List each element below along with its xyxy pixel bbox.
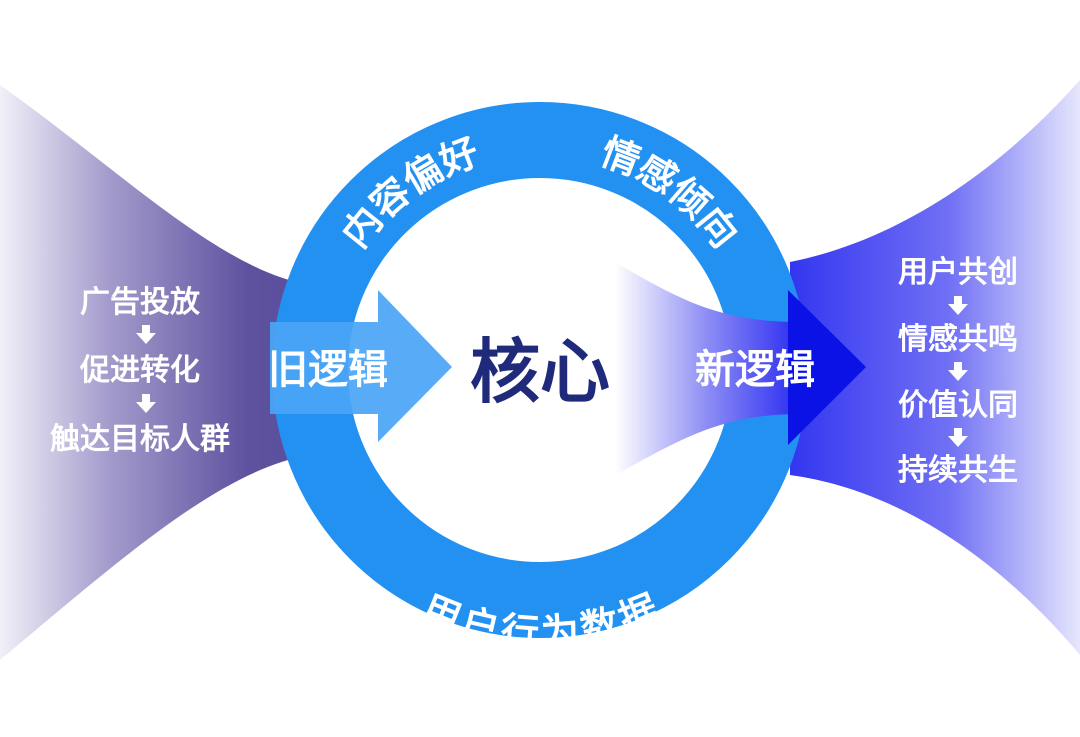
new-logic-steps: 用户共创 情感共鸣 价值认同 持续共生 — [898, 255, 1018, 488]
core-label: 核心 — [470, 331, 610, 413]
old-logic-arrow — [270, 290, 452, 442]
old-logic-funnel — [0, 85, 310, 660]
new-logic-arrow — [615, 262, 866, 475]
new-step: 价值认同 — [898, 388, 1018, 423]
old-step: 触达目标人群 — [50, 422, 230, 457]
old-step: 促进转化 — [79, 353, 200, 388]
new-logic-funnel — [790, 80, 1080, 655]
new-step: 持续共生 — [898, 453, 1018, 488]
new-step: 用户共创 — [898, 255, 1018, 290]
old-step: 广告投放 — [80, 285, 201, 320]
old-logic-steps: 广告投放 促进转化 触达目标人群 — [50, 285, 230, 457]
new-step: 情感共鸣 — [898, 322, 1018, 357]
new-logic-label: 新逻辑 — [695, 347, 815, 393]
old-logic-label: 旧逻辑 — [268, 347, 388, 393]
